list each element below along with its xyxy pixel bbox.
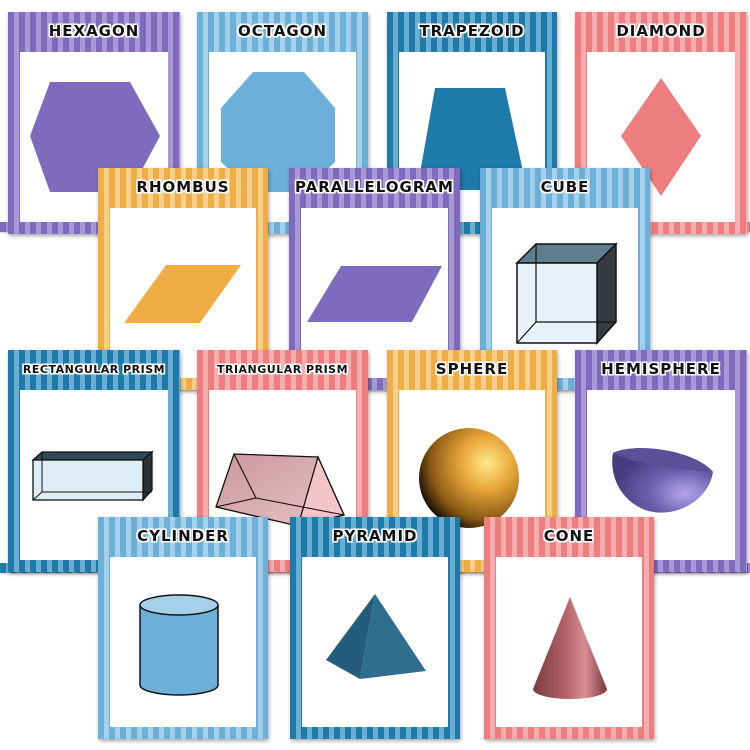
trapezoid-icon: [417, 88, 527, 190]
card-title: HEMISPHERE: [601, 360, 721, 378]
sphere-icon: [419, 428, 519, 528]
parallelogram-icon: [307, 266, 442, 322]
diamond-icon: [621, 78, 701, 196]
card-title: TRAPEZOID: [419, 22, 525, 40]
card-title: TRIANGULAR PRISM: [216, 363, 349, 376]
octagon-icon: [221, 72, 335, 192]
card-cone: CONE: [484, 517, 654, 739]
rectangular-prism-icon: [31, 450, 154, 502]
card-title: SPHERE: [435, 360, 509, 378]
card-rectangular-prism: RECTANGULAR PRISM: [8, 350, 180, 572]
card-title: RHOMBUS: [136, 178, 230, 196]
pyramid-icon: [326, 594, 426, 679]
card-pyramid: PYRAMID: [290, 517, 460, 739]
card-title: PYRAMID: [332, 527, 418, 545]
card-title: PARALLELOGRAM: [295, 178, 454, 196]
card-title: RECTANGULAR PRISM: [22, 363, 166, 376]
card-title: CUBE: [540, 178, 590, 196]
card-title: CYLINDER: [137, 527, 229, 545]
cone-icon: [533, 597, 607, 699]
card-title: OCTAGON: [237, 22, 328, 40]
cube-icon: [515, 242, 618, 345]
hemisphere-icon: [612, 448, 713, 513]
card-title: CONE: [543, 527, 595, 545]
hexagon-icon: [30, 82, 160, 192]
rhombus-icon: [124, 265, 241, 323]
card-cylinder: CYLINDER: [98, 517, 268, 739]
card-title: DIAMOND: [616, 22, 706, 40]
cylinder-icon: [139, 594, 219, 696]
card-title: HEXAGON: [48, 22, 140, 40]
